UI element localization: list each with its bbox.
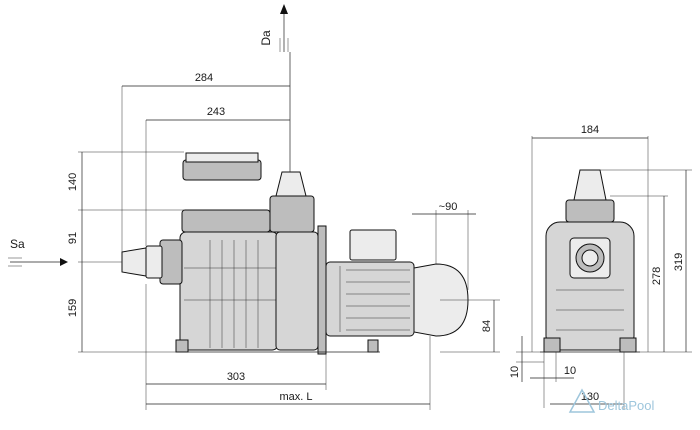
- dim-10-horizontal: 10: [564, 365, 576, 377]
- dim-184: 184: [581, 124, 599, 136]
- watermark-text: DeltaPool: [598, 398, 654, 413]
- dim-130: 130: [581, 391, 599, 403]
- delta-logo-icon: [568, 388, 596, 413]
- flow-arrows: [8, 4, 289, 267]
- front-view-dimension-lines: [516, 136, 692, 410]
- dim-159: 159: [67, 299, 79, 317]
- suction-label: Sa: [10, 237, 25, 251]
- dim-84: 84: [481, 320, 493, 332]
- dim-90: ~90: [439, 201, 458, 213]
- dim-max-l: max. L: [279, 391, 312, 403]
- dim-10-vertical: 10: [509, 366, 521, 378]
- dim-140: 140: [67, 173, 79, 191]
- dim-303: 303: [227, 371, 245, 383]
- suction-arrow-head: [60, 258, 68, 266]
- pump-side-view: [121, 152, 469, 355]
- discharge-label: Da: [259, 30, 273, 46]
- dim-91: 91: [67, 232, 79, 244]
- dim-284: 284: [195, 72, 213, 84]
- dim-319: 319: [673, 253, 685, 271]
- side-view-dimension-lines: [78, 52, 500, 410]
- pump-front-view: [540, 169, 640, 353]
- dim-243: 243: [207, 106, 225, 118]
- deltapool-watermark: DeltaPool: [568, 388, 654, 413]
- discharge-arrow-head: [280, 4, 288, 14]
- dim-278: 278: [651, 267, 663, 285]
